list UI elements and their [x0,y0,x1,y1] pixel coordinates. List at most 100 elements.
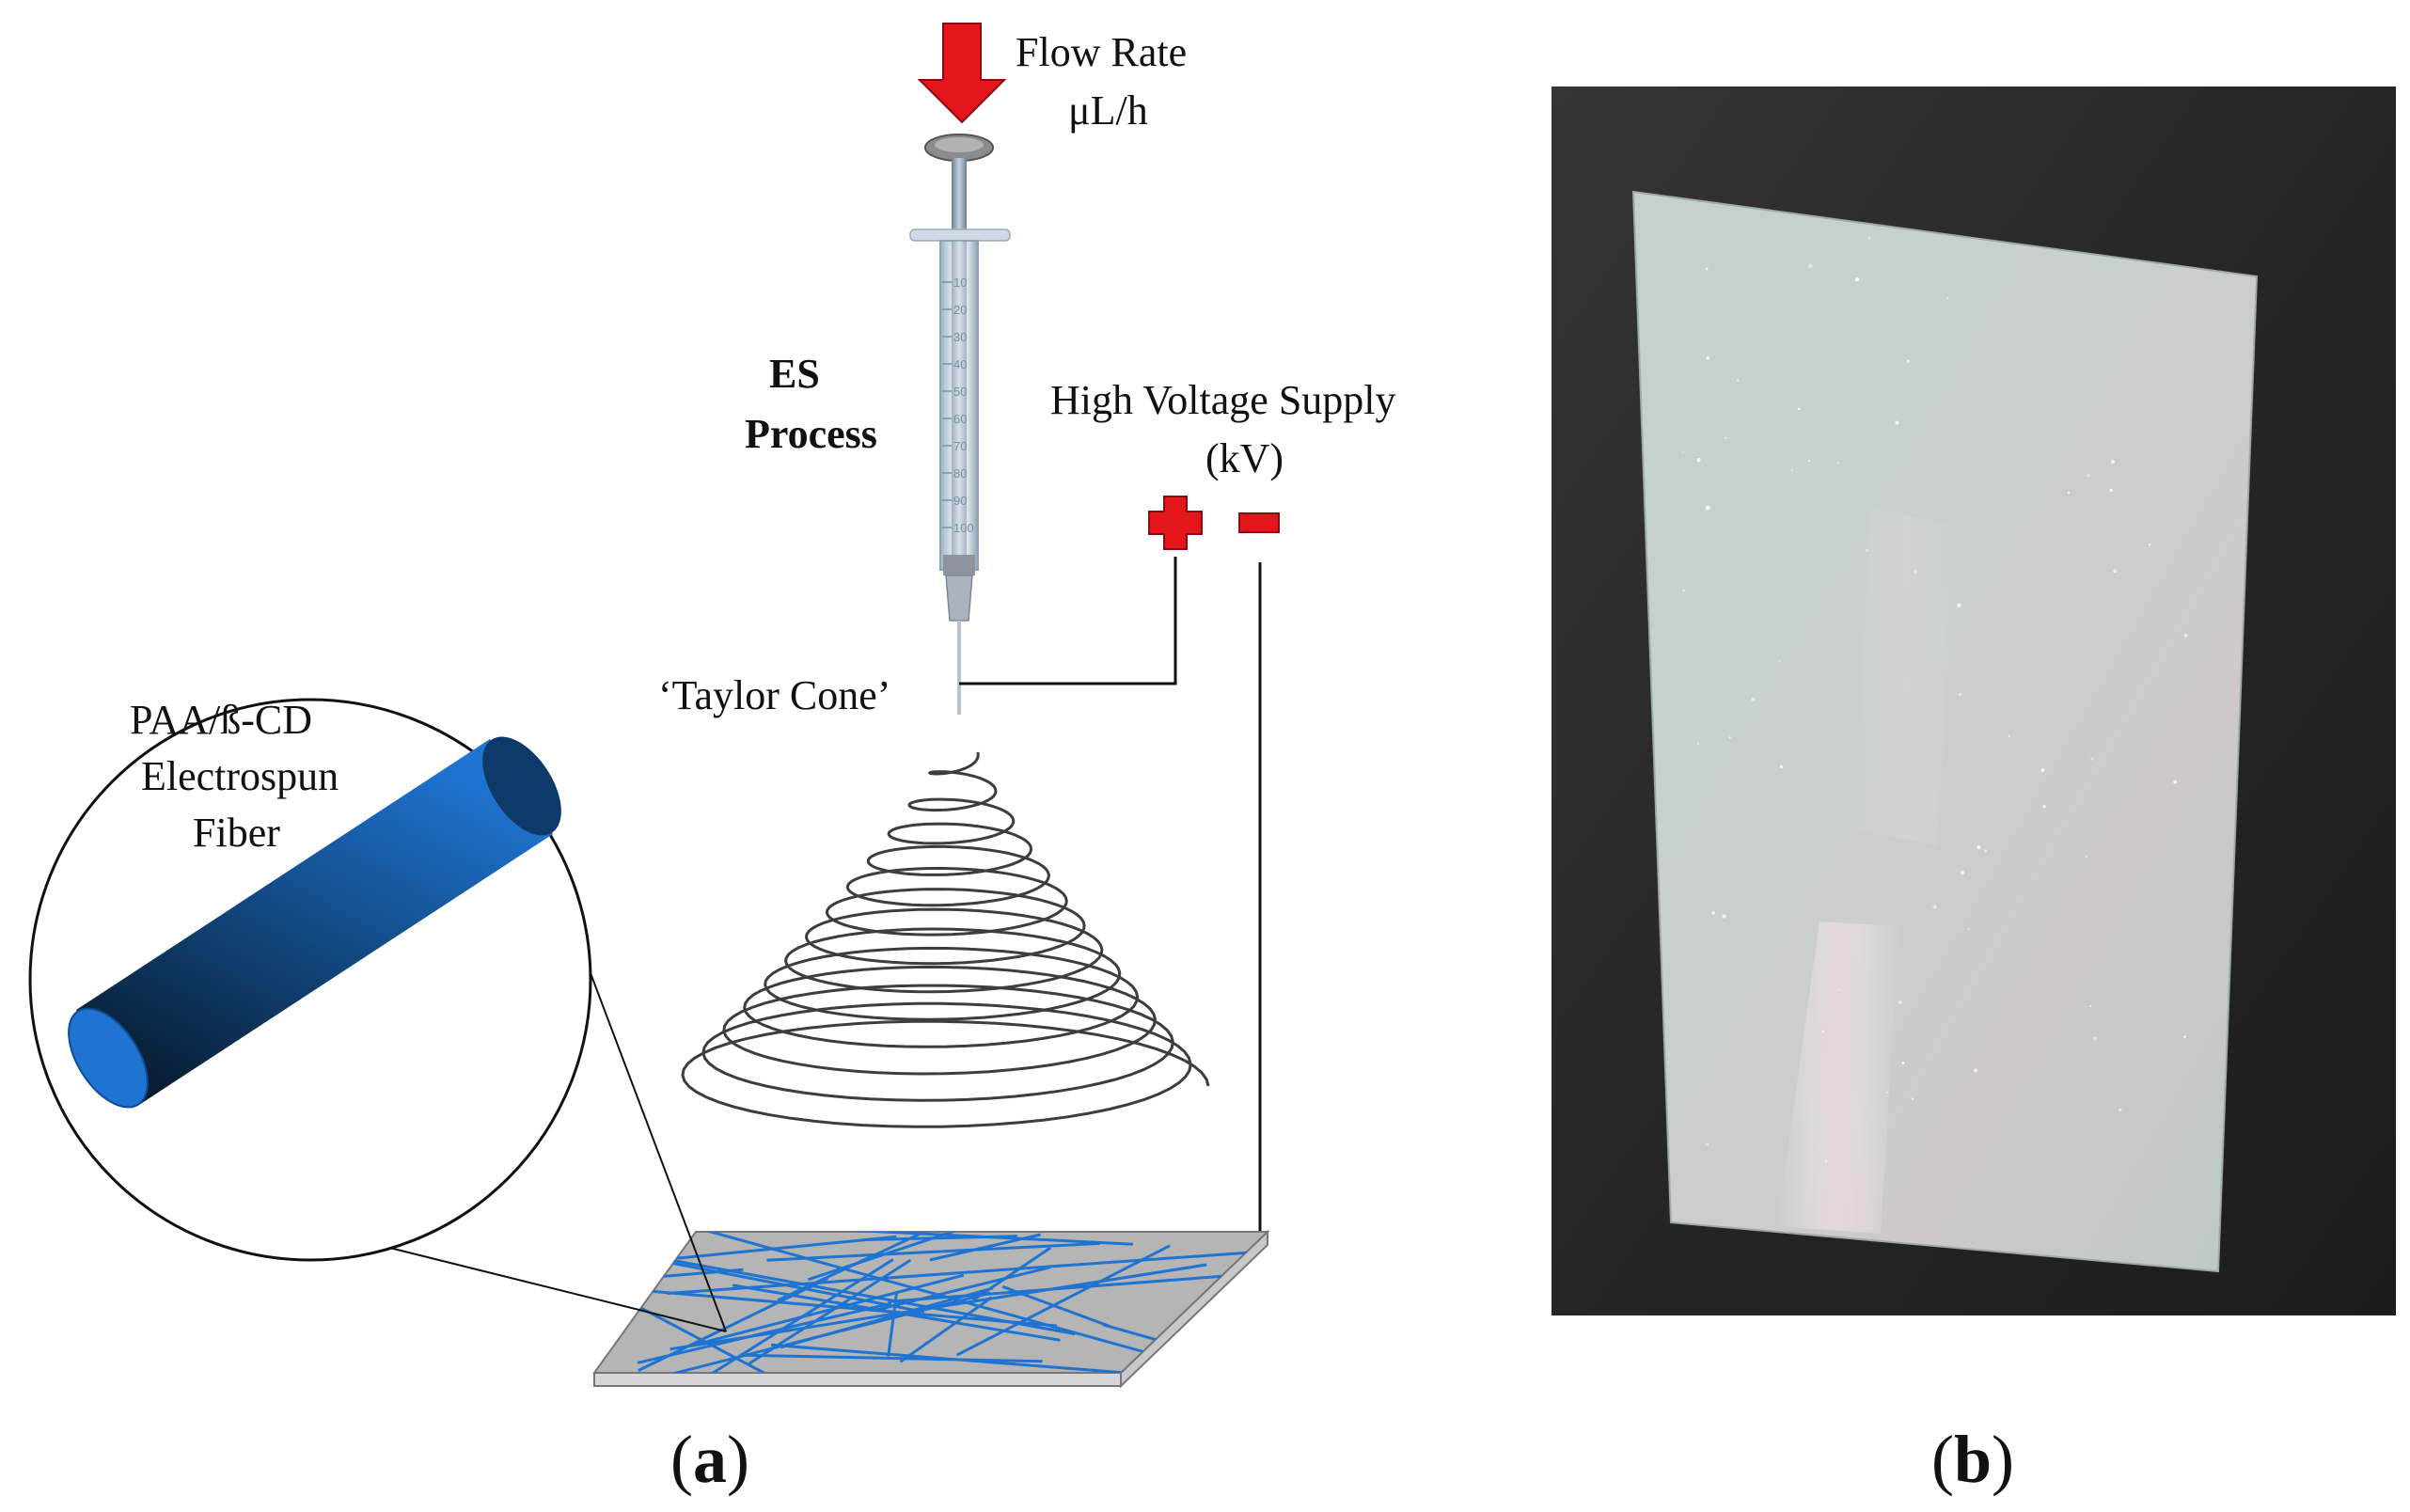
speckle [1682,451,1685,454]
speckle [2090,757,2094,761]
speckle [1868,237,1871,240]
film-photo [1552,87,2396,1315]
speckle [2148,543,2151,546]
speckle [1906,359,1910,363]
speckle [1895,420,1899,425]
fiber-cylinder [68,736,561,1109]
fiber-strand [669,1263,1207,1351]
positive-wire [959,557,1177,685]
scale-tick-label: 50 [953,385,967,399]
speckle [1911,1097,1914,1100]
plus-icon [1148,496,1203,550]
fiber-zoom-inset: PAA/ß-CD Electrospun Fiber [28,697,592,1262]
fiber-strand [971,1246,1052,1302]
scale-tick-label: 90 [953,494,967,508]
speckle [1706,355,1710,360]
spiral-path [681,751,1210,1128]
scale-tick-label: 70 [953,439,967,453]
speckle [1967,928,1970,930]
hv-unit-label: (kV) [1205,435,1284,481]
speckle [1824,1159,1827,1162]
fiber-strand [955,1244,1171,1357]
whipping-jet-spiral [681,751,1210,1128]
speckle [1855,277,1860,282]
flow-arrow-icon [917,23,1007,124]
fiber-label-line2: Electrospun [141,753,339,799]
fiber-mat [594,1232,1249,1373]
speckle [1798,407,1801,411]
speckle [2183,634,2188,638]
speckle [2089,1005,2092,1008]
process-label: Process [745,411,877,457]
speckle [1696,458,1701,463]
fiber-strand [701,1258,894,1373]
fiber-label-line3: Fiber [193,810,280,856]
scale-tick-label: 10 [953,276,967,290]
scale-tick-label: 80 [953,466,967,480]
speckle [1838,989,1840,991]
taylor-cone-label: ‘Taylor Cone’ [658,672,890,718]
speckle [2087,474,2090,478]
scale-tick-label: 100 [953,521,974,535]
collector-plate [592,1229,1270,1389]
flow-rate-label: Flow Rate [1016,29,1187,75]
speckle [1885,1091,1888,1094]
speckle [1722,914,1726,919]
fiber-strand [689,1273,965,1347]
speckle [1913,570,1917,574]
speckle [1728,736,1731,739]
panel-b: (b) [1552,87,2396,1497]
speckle [2173,780,2178,784]
speckle [1682,589,1685,592]
fiber-strand [743,1353,1043,1363]
film-speckles [1682,237,2188,1162]
speckle [1778,660,1781,663]
speckle [1959,693,1961,696]
speckle [2183,1035,2186,1038]
speckle [1973,1068,1978,1073]
syringe-hub [945,575,973,622]
speckle [1898,1000,1903,1005]
speckle [1696,742,1700,746]
speckle [1983,849,1988,853]
speckle [1807,460,1811,463]
fiber-strand [766,1241,1100,1262]
speckle [1977,845,1981,850]
fiber-strand [638,1277,828,1372]
speckle [1725,436,1727,439]
minus-icon [1238,512,1280,533]
scale-tick-label: 60 [953,412,967,426]
fiber-strand [697,1232,1134,1246]
speckle [1957,603,1961,607]
speckle [1750,697,1756,702]
fiber-strand [616,1286,1058,1328]
speckle [1807,263,1813,269]
speckle [1705,505,1710,511]
fiber-strand [863,1235,1017,1241]
speckle [2111,460,2115,464]
speckle [2113,569,2118,574]
fiber-strand [663,1260,925,1314]
fiber-strand [677,1235,897,1260]
speckle [2067,492,2071,495]
fiber-strand [667,1251,1249,1295]
speckle [2085,855,2087,858]
speckle [1866,548,1869,553]
film-sheet [1631,190,2259,1273]
panel-b-label: (b) [1931,1422,2014,1497]
speckle [1836,462,1839,465]
zoom-line-upper [571,922,727,1332]
speckle [1705,267,1709,271]
speckle [2093,1036,2098,1041]
fiber-strand [777,1232,928,1302]
scale-tick-label: 20 [953,303,967,317]
panel-a-label: (a) [670,1422,749,1497]
hv-supply-label: High Voltage Supply [1050,377,1396,423]
flow-rate-unit: μL/h [1068,87,1148,134]
speckle [1901,1062,1905,1064]
es-label: ES [769,351,820,397]
